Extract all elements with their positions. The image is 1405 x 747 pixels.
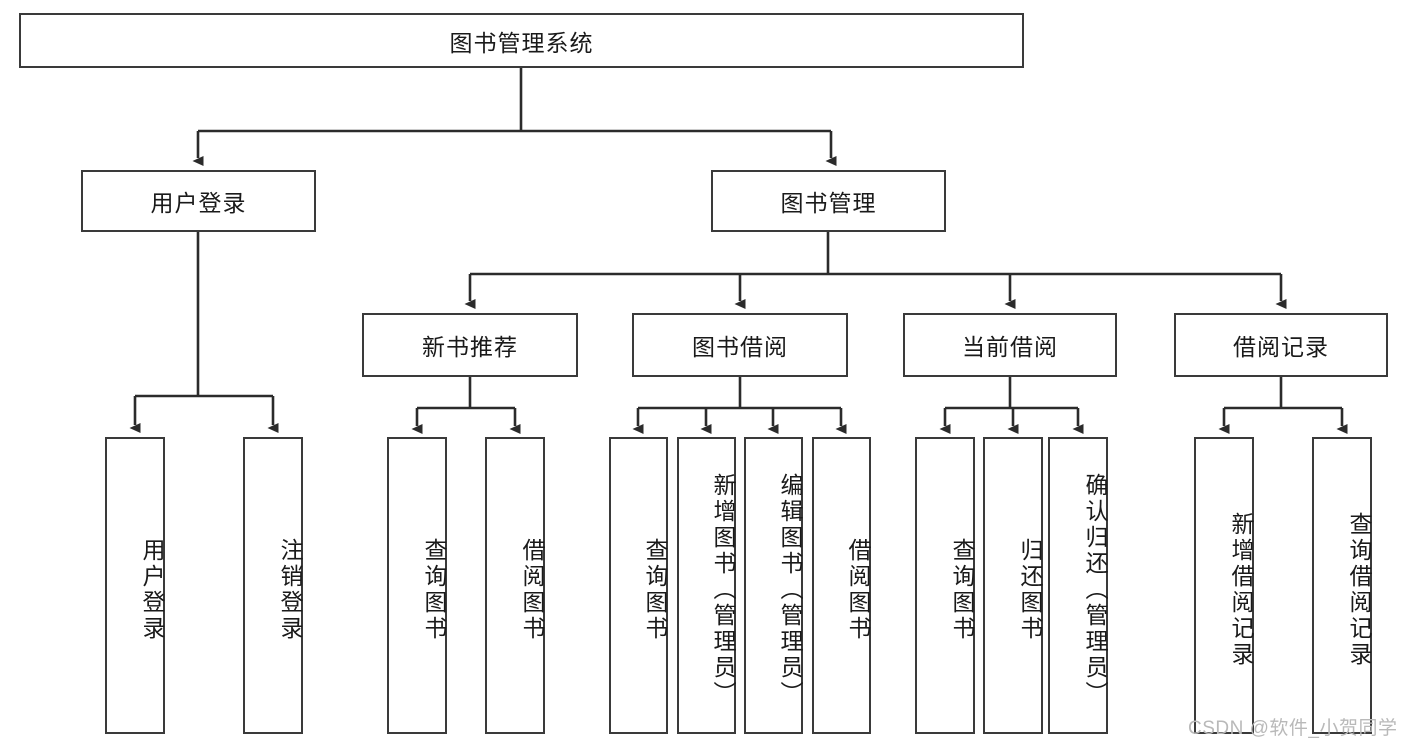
- leaf-query-book-borrow[interactable]: 查询图书: [609, 437, 668, 734]
- leaf-user-login[interactable]: 用户登录: [105, 437, 165, 734]
- leaf-confirm-return[interactable]: 确认归还（管理员）: [1048, 437, 1108, 734]
- leaf-borrow-book-label: 借阅图书: [845, 537, 871, 642]
- node-root[interactable]: 图书管理系统: [19, 13, 1024, 68]
- leaf-query-book-current-label: 查询图书: [949, 537, 975, 642]
- leaf-add-borrow-record-label: 新增借阅记录: [1228, 511, 1254, 668]
- node-current-borrow[interactable]: 当前借阅: [903, 313, 1117, 377]
- leaf-return-book-label: 归还图书: [1017, 537, 1043, 642]
- node-new-book-recommend-label: 新书推荐: [422, 334, 518, 360]
- leaf-borrow-book-recommend-label: 借阅图书: [519, 537, 545, 642]
- leaf-edit-book-label: 编辑图书（管理员）: [777, 472, 803, 707]
- node-new-book-recommend[interactable]: 新书推荐: [362, 313, 578, 377]
- leaf-query-book-current[interactable]: 查询图书: [915, 437, 975, 734]
- node-book-borrow-label: 图书借阅: [692, 334, 788, 360]
- leaf-add-book[interactable]: 新增图书（管理员）: [677, 437, 736, 734]
- node-root-label: 图书管理系统: [449, 29, 594, 56]
- node-book-management[interactable]: 图书管理: [711, 170, 946, 232]
- leaf-logout[interactable]: 注销登录: [243, 437, 303, 734]
- leaf-add-borrow-record[interactable]: 新增借阅记录: [1194, 437, 1254, 734]
- leaf-confirm-return-label: 确认归还（管理员）: [1082, 472, 1108, 707]
- leaf-user-login-label: 用户登录: [139, 537, 165, 642]
- leaf-return-book[interactable]: 归还图书: [983, 437, 1043, 734]
- leaf-query-book-borrow-label: 查询图书: [642, 537, 668, 642]
- node-borrow-record-label: 借阅记录: [1233, 334, 1329, 360]
- leaf-query-book-recommend[interactable]: 查询图书: [387, 437, 447, 734]
- leaf-edit-book[interactable]: 编辑图书（管理员）: [744, 437, 803, 734]
- node-user-login-label: 用户登录: [150, 190, 247, 216]
- leaf-query-book-recommend-label: 查询图书: [421, 537, 447, 642]
- leaf-borrow-book[interactable]: 借阅图书: [812, 437, 871, 734]
- node-borrow-record[interactable]: 借阅记录: [1174, 313, 1388, 377]
- leaf-borrow-book-recommend[interactable]: 借阅图书: [485, 437, 545, 734]
- leaf-query-borrow-record-label: 查询借阅记录: [1346, 511, 1372, 668]
- leaf-add-book-label: 新增图书（管理员）: [710, 472, 736, 707]
- node-book-borrow[interactable]: 图书借阅: [632, 313, 848, 377]
- leaf-logout-label: 注销登录: [277, 537, 303, 642]
- leaf-query-borrow-record[interactable]: 查询借阅记录: [1312, 437, 1372, 734]
- csdn-watermark: CSDN @软件_小贺同学: [1188, 718, 1398, 739]
- node-book-management-label: 图书管理: [780, 190, 877, 216]
- node-current-borrow-label: 当前借阅: [962, 334, 1058, 360]
- node-user-login[interactable]: 用户登录: [81, 170, 316, 232]
